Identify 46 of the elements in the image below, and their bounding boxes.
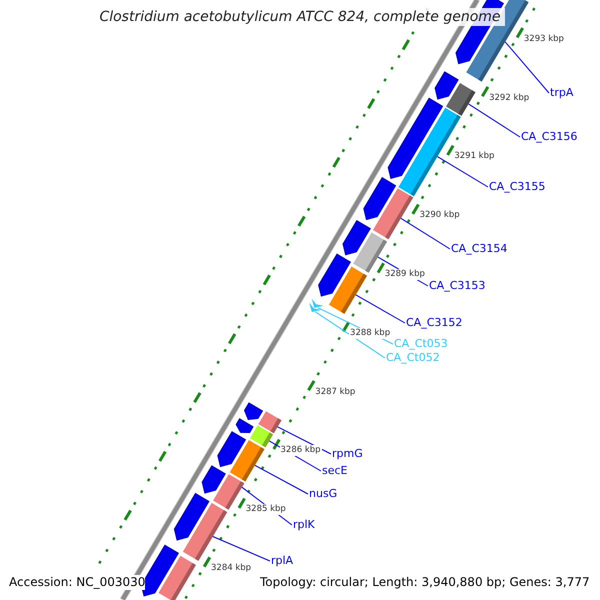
gene-feature (342, 220, 371, 256)
gene-label: CA_Ct053 (394, 337, 448, 351)
tick-label: 3291 kbp (453, 151, 496, 162)
trna-marker (312, 298, 324, 308)
tick-label: 3286 kbp (280, 445, 322, 456)
leader-line (468, 103, 520, 138)
gene-feature (217, 431, 246, 468)
gene-feature (434, 71, 459, 100)
leader-line (504, 41, 550, 94)
footer-text: Accession: NC_003030 (9, 575, 146, 590)
leader-line (212, 536, 270, 562)
gene-label: CA_C3152 (406, 316, 462, 330)
gene-feature (244, 402, 264, 420)
gene-feature (236, 418, 254, 433)
trna-marker (309, 302, 322, 312)
gene-label: rplA (271, 554, 294, 568)
gene-label: trpA (550, 86, 574, 100)
leader-line (277, 426, 332, 454)
gene-label: rplK (293, 518, 315, 532)
gene-label: CA_C3153 (429, 279, 486, 293)
gene-label: CA_C3156 (521, 130, 578, 144)
tick-label: 3289 kbp (384, 268, 426, 280)
gene-label: CA_C3155 (489, 180, 546, 194)
footer-text: Topology: circular; Length: 3,940,880 bp; Genes: 3,777 (260, 575, 590, 590)
gene-feature (202, 465, 226, 494)
tick-label: 3290 kbp (418, 210, 461, 222)
gene-feature (318, 253, 352, 297)
tick-label: 3288 kbp (349, 328, 392, 339)
tick-label: 3285 kbp (244, 504, 287, 516)
gene-label: CA_C3154 (451, 242, 508, 256)
tick-label: 3292 kbp (488, 92, 530, 104)
tick-label: 3287 kbp (314, 386, 356, 398)
leader-line (436, 156, 488, 188)
leader-line (355, 294, 406, 324)
leader-line (400, 218, 450, 250)
gene-feature (388, 98, 444, 179)
leader-line (254, 464, 308, 494)
tick-label: 3293 kbp (522, 34, 565, 45)
leader-line (314, 311, 386, 358)
gene-label: secE (322, 464, 348, 478)
gene-label: rpmG (332, 447, 363, 461)
gene-label: nusG (309, 487, 338, 501)
gene-label: CA_Ct052 (386, 351, 440, 365)
gene-feature (174, 492, 210, 541)
gene-feature (363, 176, 396, 220)
tick-label: 3284 kbp (210, 563, 252, 574)
